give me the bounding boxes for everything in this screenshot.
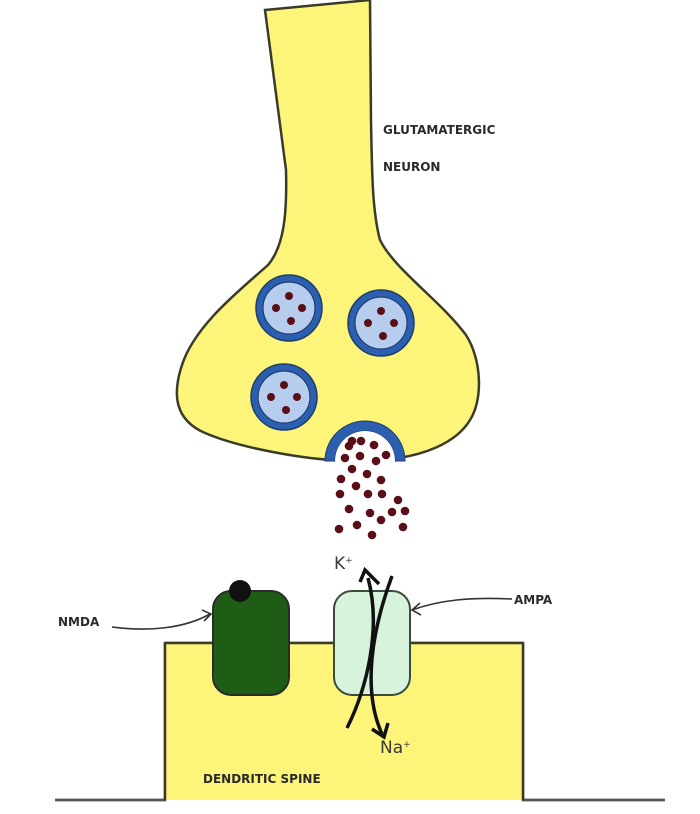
sodium-influx-arrow — [369, 575, 394, 735]
glutamate-molecule — [340, 453, 350, 463]
glutamate-molecule — [298, 304, 306, 312]
ampa-label: AMPA — [514, 593, 553, 607]
glutamate-molecule — [267, 393, 275, 401]
glutamate-molecule — [356, 436, 366, 446]
glutamate-molecule — [398, 522, 408, 532]
magnesium-block — [229, 580, 251, 602]
glutamate-molecule — [379, 332, 387, 340]
arrowhead-up-icon — [358, 566, 381, 586]
glutamate-molecule — [377, 307, 385, 315]
glutamate-molecule — [377, 489, 387, 499]
glutamate-molecule — [334, 524, 344, 534]
glutamate-molecule — [335, 489, 345, 499]
glutamate-molecule — [367, 530, 377, 540]
glutamate-molecule — [371, 456, 381, 466]
potassium-efflux-arrow — [345, 577, 375, 729]
glutamate-molecule — [280, 381, 288, 389]
glutamate-molecule — [400, 506, 410, 516]
glutamate-molecule — [376, 515, 386, 525]
glutamate-molecule — [344, 504, 354, 514]
ampa-leader-line — [411, 597, 513, 611]
nmda-receptor — [212, 590, 290, 696]
glutamate-molecule — [390, 319, 398, 327]
glutamate-molecule — [347, 436, 357, 446]
synaptic-vesicles — [250, 274, 415, 431]
vesicle — [255, 274, 323, 342]
glutamate-molecule — [282, 406, 290, 414]
glutamate-molecule — [272, 304, 280, 312]
glutamate-molecule — [393, 495, 403, 505]
arrowhead-icon — [201, 609, 213, 622]
arrowhead-down-icon — [371, 722, 390, 740]
glutamate-molecule — [364, 319, 372, 327]
glutamate-molecule — [369, 440, 379, 450]
sodium-ion-label: Na+ — [380, 738, 411, 758]
glutamate-molecule — [347, 464, 357, 474]
nmda-leader-line — [111, 613, 211, 630]
glutamate-molecule — [362, 469, 372, 479]
glutamate-molecule — [293, 393, 301, 401]
neuron-label-line2: NEURON — [383, 160, 440, 174]
potassium-ion-label: K+ — [334, 554, 353, 574]
glutamate-molecule — [287, 317, 295, 325]
glutamate-molecule — [285, 292, 293, 300]
glutamate-molecule — [365, 508, 375, 518]
neuron-label-line1: GLUTAMATERGIC — [383, 123, 496, 137]
glutamate-molecule — [355, 451, 365, 461]
arrowhead-icon — [410, 602, 422, 616]
spine-label: DENDRITIC SPINE — [203, 772, 321, 786]
released-glutamate — [334, 436, 410, 540]
presynaptic-terminal — [175, 0, 481, 462]
glutamate-molecule — [351, 481, 361, 491]
vesicle — [250, 363, 318, 431]
glutamate-molecule — [376, 475, 386, 485]
glutamate-molecule — [336, 474, 346, 484]
glutamate-molecule — [381, 450, 391, 460]
glutamate-molecule — [363, 489, 373, 499]
vesicle — [347, 289, 415, 357]
glutamate-molecule — [387, 507, 397, 517]
nmda-label: NMDA — [58, 615, 100, 629]
glutamate-molecule — [352, 520, 362, 530]
